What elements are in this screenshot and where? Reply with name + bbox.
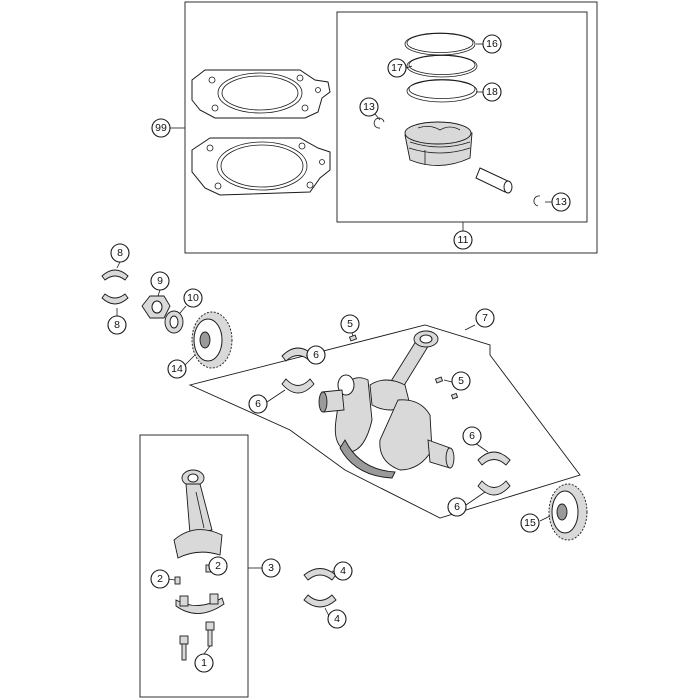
svg-text:15: 15 [524,517,536,529]
conrod-kit-frame [139,434,249,698]
svg-text:6: 6 [469,430,475,442]
hex-nut [141,295,171,319]
piston-ring-oil [406,79,478,103]
callout-11[interactable]: 11 [453,230,473,250]
callout-4-lower[interactable]: 4 [327,609,347,629]
circlip-right [533,195,541,207]
callout-6-c[interactable]: 6 [462,426,482,446]
callout-8-upper[interactable]: 8 [110,243,130,263]
svg-text:2: 2 [215,560,221,572]
callout-7[interactable]: 7 [475,308,495,328]
svg-text:6: 6 [313,349,319,361]
callout-13-left[interactable]: 13 [359,97,379,117]
piston-ring-middle [406,54,478,78]
svg-text:8: 8 [114,319,120,331]
callout-3[interactable]: 3 [261,558,281,578]
conrod-bearing-cap [175,593,225,614]
callout-9[interactable]: 9 [150,271,170,291]
callout-6-d[interactable]: 6 [447,497,467,517]
svg-text:6: 6 [454,501,460,513]
callout-2-left[interactable]: 2 [150,569,170,589]
balancer-gear [191,311,233,369]
callout-17[interactable]: 17 [387,58,407,78]
connecting-rod [173,469,223,559]
svg-text:17: 17 [391,62,403,74]
svg-text:16: 16 [486,38,498,50]
bearing-shell-right-upper [477,451,511,466]
crankshaft-kit-frame [188,324,581,519]
callout-5-lower[interactable]: 5 [451,371,471,391]
primary-gear [548,483,588,541]
dowel-pin-lower-2 [450,392,459,400]
svg-text:7: 7 [482,312,488,324]
svg-text:6: 6 [255,398,261,410]
dowel-pin-upper [348,334,358,342]
callout-1[interactable]: 1 [194,653,214,673]
circlip-left [373,117,385,129]
leader-lines [116,43,552,655]
conrod-bearing-lower [303,594,337,608]
callout-4-upper[interactable]: 4 [333,561,353,581]
svg-text:18: 18 [486,86,498,98]
main-bearing-lower [101,293,129,305]
svg-text:1: 1 [201,657,207,669]
callout-13-right[interactable]: 13 [551,192,571,212]
cylinder-head-gasket [191,69,331,119]
svg-text:5: 5 [347,318,353,330]
piston-pin [475,167,513,194]
callout-15[interactable]: 15 [520,513,540,533]
svg-text:11: 11 [458,234,469,246]
svg-text:13: 13 [555,196,567,208]
cylinder-base-gasket [191,137,331,196]
callout-6-a[interactable]: 6 [306,345,326,365]
svg-text:10: 10 [187,292,199,304]
svg-text:13: 13 [363,101,375,113]
svg-text:3: 3 [268,562,274,574]
callout-16[interactable]: 16 [482,34,502,54]
svg-text:14: 14 [171,363,183,375]
conrod-dowel-left [174,576,181,585]
conrod-bolt-left [179,635,189,661]
callout-8-lower[interactable]: 8 [107,315,127,335]
piston-ring-top [404,32,476,56]
conrod-bearing-upper [303,568,337,581]
svg-text:4: 4 [340,565,346,577]
callout-2-right[interactable]: 2 [208,556,228,576]
callout-14[interactable]: 14 [167,359,187,379]
callout-99[interactable]: 99 [151,118,171,138]
conrod-bolt-right [205,621,215,647]
svg-text:9: 9 [157,275,163,287]
svg-text:99: 99 [155,122,167,134]
crankshaft-assembly [318,330,455,479]
svg-text:2: 2 [157,573,163,585]
bearing-shell-left-lower [281,378,315,394]
piston [404,121,473,166]
callout-10[interactable]: 10 [183,288,203,308]
svg-text:4: 4 [334,613,340,625]
main-bearing-upper [101,269,129,281]
svg-text:5: 5 [458,375,464,387]
callout-18[interactable]: 18 [482,82,502,102]
cylinder-kit-frame [184,1,598,254]
callout-5-upper[interactable]: 5 [340,314,360,334]
bearing-shell-right-lower [477,480,511,496]
dowel-pin-lower [434,376,444,384]
piston-kit-frame [336,11,588,223]
callout-6-b[interactable]: 6 [248,394,268,414]
washer [164,310,184,334]
svg-text:8: 8 [117,247,123,259]
